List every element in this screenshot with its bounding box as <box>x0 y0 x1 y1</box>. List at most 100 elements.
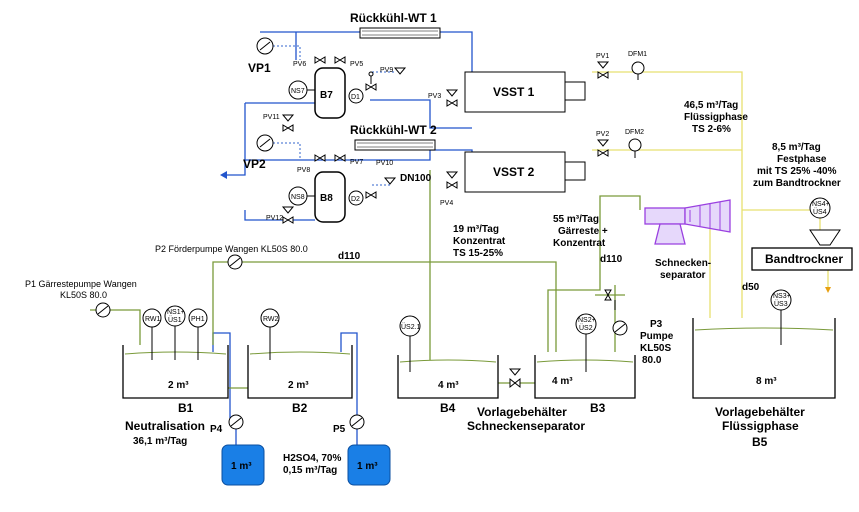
vsst1-label: VSST 1 <box>493 85 535 99</box>
tank-b3: 4 m³ B3 <box>534 355 636 415</box>
dfm1-label: DFM1 <box>628 51 647 58</box>
bandtrockner-label: Bandtrockner <box>765 252 843 266</box>
sensor-rw1: RW1 <box>142 308 162 360</box>
neutral-label: Neutralisation <box>125 419 205 433</box>
b3-label: B3 <box>590 401 606 415</box>
sensor-ph1: PH1 <box>188 308 208 360</box>
schnecke1-label: Schnecken- <box>655 258 711 269</box>
fest-name-label: Festphase <box>777 154 827 165</box>
rw1-label: RW1 <box>145 316 161 323</box>
vacuum-pump-1: VP1 <box>248 37 274 75</box>
d2-label: D2 <box>351 196 360 203</box>
b8-label: B8 <box>320 193 333 204</box>
b5-label: B5 <box>752 435 768 449</box>
tank-b2: 2 m³ B2 <box>247 345 353 415</box>
process-lines <box>90 170 641 389</box>
us21-label: ÜS2.1 <box>401 323 421 331</box>
ns4-label: NS4+ <box>812 201 830 208</box>
yellow-arrow-icon <box>825 287 831 293</box>
b1-volume: 2 m³ <box>168 380 189 391</box>
p1-line1-label: P1 Gärrestepumpe Wangen <box>25 279 137 289</box>
tank-b4: 4 m³ B4 <box>397 355 499 415</box>
b4-volume: 4 m³ <box>438 380 459 391</box>
vacuum-pump-2: VP2 <box>243 134 274 171</box>
d50-label: d50 <box>742 282 760 293</box>
b2-label: B2 <box>292 401 308 415</box>
fest-dest-label: zum Bandtrockner <box>753 178 841 189</box>
dfm2-label: DFM2 <box>625 129 644 136</box>
b4-label: B4 <box>440 401 456 415</box>
pump-p1: P1 Gärrestepumpe Wangen KL50S 80.0 <box>25 279 137 318</box>
konz-ts-label: TS 15-25% <box>453 248 503 259</box>
vsst-2: VSST 2 <box>464 151 586 193</box>
b7-label: B7 <box>320 90 333 101</box>
p3-1-label: P3 <box>650 319 663 330</box>
pv4-label: PV4 <box>440 200 453 207</box>
p3-3-label: KL50S <box>640 343 671 354</box>
pv9-label: PV9 <box>380 67 393 74</box>
ns7-label: NS7 <box>291 88 305 95</box>
tank-b5: 8 m³ B5 <box>692 318 836 449</box>
pv10-label: PV10 <box>376 160 393 167</box>
flowmeter-dfm2: DFM2 <box>625 129 644 158</box>
ns3-label: NS3+ <box>773 293 791 300</box>
fest-ts-label: mit TS 25% -40% <box>757 166 837 177</box>
heat-exchanger-1: Rückkühl-WT 1 <box>350 11 441 39</box>
us2-label: ÜS2 <box>579 324 593 332</box>
vessel-b7: B7 <box>314 67 346 119</box>
pv3-label: PV3 <box>428 93 441 100</box>
pv12-label: PV12 <box>266 215 283 222</box>
pv6-label: PV6 <box>293 61 306 68</box>
sensor-ns7: NS7 <box>288 80 315 100</box>
b1-label: B1 <box>178 401 194 415</box>
pump-p5: P5 <box>333 414 365 435</box>
vsst2-label: VSST 2 <box>493 165 535 179</box>
ns2-label: NS2+ <box>578 317 596 324</box>
p4-label: P4 <box>210 424 223 435</box>
d1-label: D1 <box>351 94 360 101</box>
vb-fluessig1-label: Vorlagebehälter <box>715 405 805 419</box>
d110b-label: d110 <box>600 254 623 265</box>
d110a-label: d110 <box>338 251 361 262</box>
pump-p2: P2 Förderpumpe Wangen KL50S 80.0 <box>155 244 308 270</box>
fluessig-flow-label: 46,5 m³/Tag <box>684 100 738 111</box>
gaer-name2-label: Konzentrat <box>553 238 606 249</box>
vb-schnecke1-label: Vorlagebehälter <box>477 405 567 419</box>
heat-exchanger-2: Rückkühl-WT 2 <box>350 123 437 151</box>
flowmeter-dfm1: DFM1 <box>628 51 647 80</box>
rw2-label: RW2 <box>263 316 279 323</box>
sensor-us21: ÜS2.1 <box>399 315 421 372</box>
ph1-label: PH1 <box>191 316 205 323</box>
p2-label: P2 Förderpumpe Wangen KL50S 80.0 <box>155 244 308 254</box>
fest-flow-label: 8,5 m³/Tag <box>772 142 821 153</box>
konz-name-label: Konzentrat <box>453 236 506 247</box>
vb-schnecke2-label: Schneckenseparator <box>467 419 585 433</box>
pump-p3: P3 Pumpe KL50S 80.0 <box>612 319 674 366</box>
h2so4-flow-label: 0,15 m³/Tag <box>283 465 337 476</box>
sensor-ns2: NS2+ ÜS2 <box>575 313 597 372</box>
gaer-flow-label: 55 m³/Tag <box>553 214 599 225</box>
acid-tank-2: 1 m³ <box>347 444 391 486</box>
tank2-volume: 1 m³ <box>357 461 378 472</box>
pv11-label: PV11 <box>263 114 280 121</box>
rueckkuehl-wt-1-label: Rückkühl-WT 1 <box>350 11 437 25</box>
ns8-label: NS8 <box>291 194 305 201</box>
rueckkuehl-wt-2-label: Rückkühl-WT 2 <box>350 123 437 137</box>
pv2-label: PV2 <box>596 131 609 138</box>
p5-label: P5 <box>333 424 346 435</box>
fluessig-ts-label: TS 2-6% <box>692 124 731 135</box>
pump-p4: P4 <box>210 414 244 435</box>
sensor-d1: D1 <box>348 88 364 104</box>
us1-label: ÜS1 <box>168 316 182 324</box>
sensor-ns3: NS3+ ÜS3 <box>770 289 792 345</box>
p3-4-label: 80.0 <box>642 355 662 366</box>
schnecke2-label: separator <box>660 270 706 281</box>
gaer-name1-label: Gärreste + <box>558 226 608 237</box>
sensor-rw2: RW2 <box>260 308 280 360</box>
b2-volume: 2 m³ <box>288 380 309 391</box>
dn100-label: DN100 <box>400 173 432 184</box>
us3-label: ÜS3 <box>774 300 788 308</box>
screw-separator <box>644 199 731 245</box>
